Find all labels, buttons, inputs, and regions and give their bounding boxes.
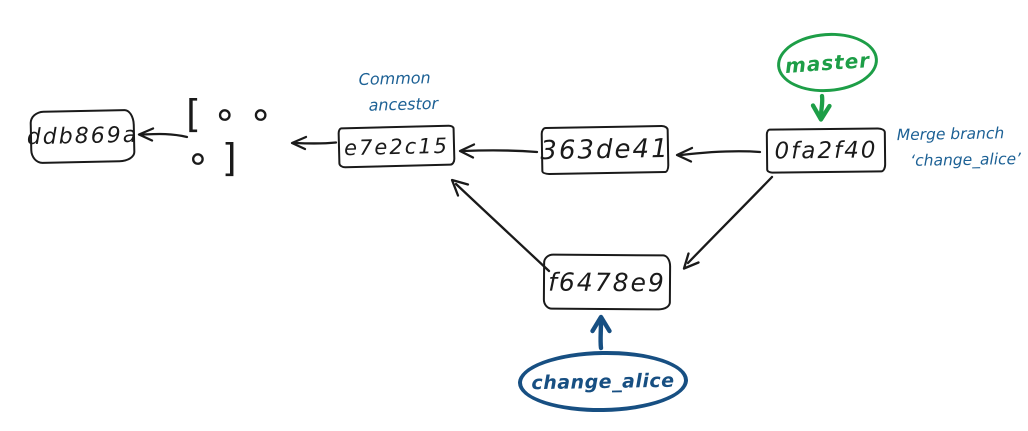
- edge-0fa2f40-to-f6478e9: [682, 175, 774, 270]
- annotation-line: ‘change_alice’: [910, 149, 1022, 170]
- commit-node-e7e2c15: e7e2c15: [337, 124, 456, 169]
- collapsed-commits-node: [ ∘ ∘ ∘ ]: [186, 92, 288, 180]
- commit-hash: 363de41: [540, 133, 670, 167]
- commit-node-363de41: 363de41: [540, 124, 670, 176]
- commit-node-0fa2f40: 0fa2f40: [765, 127, 887, 174]
- edge-f6478e9-to-e7e2c15: [450, 178, 551, 273]
- commit-hash: f6478e9: [548, 267, 666, 297]
- commit-hash: ddb869a: [26, 122, 139, 151]
- master-pointer-arrow: [810, 93, 832, 122]
- annotation-merge-branch: Merge branch ‘change_alice’: [897, 121, 1026, 174]
- branch-name: master: [784, 47, 871, 78]
- collapsed-commits-label: [ ∘ ∘ ∘ ]: [186, 92, 273, 180]
- commit-hash: e7e2c15: [343, 133, 450, 160]
- annotation-common-ancestor: Common ancestor: [329, 64, 460, 119]
- branch-name: change_alice: [531, 369, 675, 394]
- edge-collapsed-to-ddb869a: [137, 127, 189, 142]
- edge-0fa2f40-to-363de41: [675, 146, 762, 163]
- change-alice-pointer-arrow: [590, 314, 612, 351]
- edge-363de41-to-e7e2c15: [458, 143, 539, 159]
- annotation-line: Common: [358, 68, 431, 89]
- commit-node-ddb869a: ddb869a: [27, 108, 138, 165]
- annotation-line: Merge branch: [896, 124, 1005, 145]
- commit-hash: 0fa2f40: [774, 136, 878, 165]
- edge-e7e2c15-to-collapsed: [290, 135, 338, 151]
- commit-node-f6478e9: f6478e9: [542, 253, 672, 311]
- annotation-line: ancestor: [368, 93, 439, 115]
